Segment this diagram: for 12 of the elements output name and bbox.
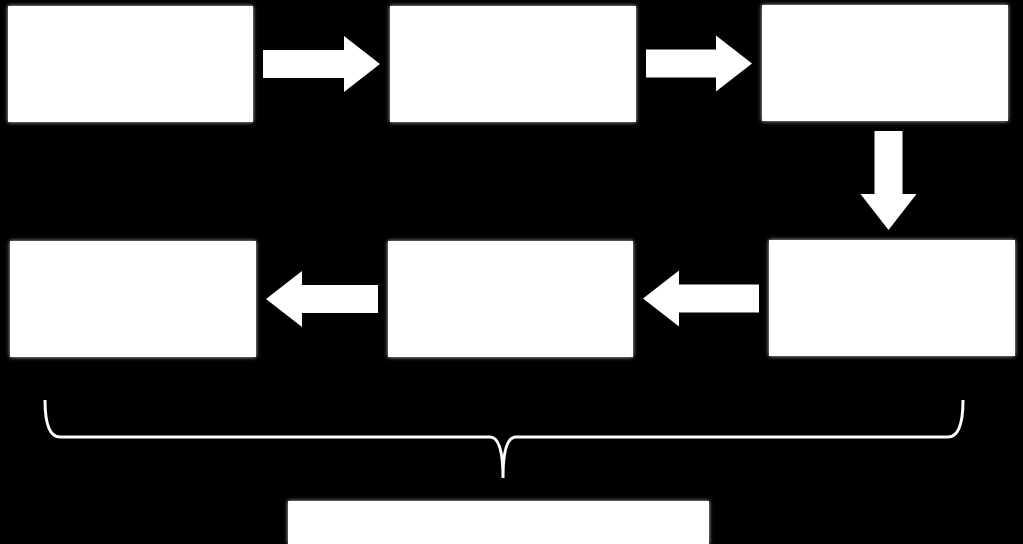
block-arrow [266,271,378,327]
block-arrow [646,35,752,92]
process-box [769,240,1015,356]
process-box [388,241,633,357]
block-arrow [263,36,380,92]
process-box [288,501,709,544]
process-box [390,6,636,122]
process-box [762,5,1008,121]
block-arrow [860,131,917,230]
block-arrow [643,270,759,327]
process-box [10,241,256,357]
process-box [8,6,253,122]
